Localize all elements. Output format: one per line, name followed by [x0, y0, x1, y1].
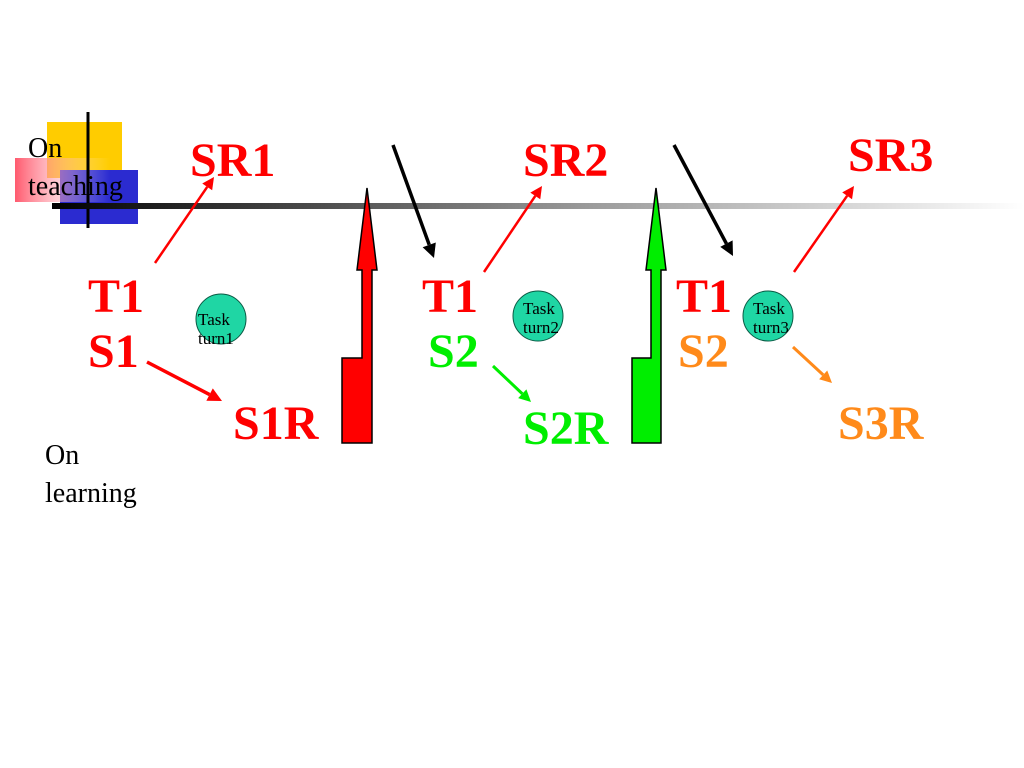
- red-block-arrow: [341, 187, 378, 444]
- arrow-s1-to-s1r: [146, 360, 222, 401]
- sr2-label: SR2: [523, 134, 609, 187]
- arrow-s2-to-s2r: [491, 364, 531, 402]
- task-turn3-text: Task turn3: [753, 299, 789, 337]
- task-turn2-circle: [512, 290, 564, 342]
- task-turn3-circle: [742, 290, 794, 342]
- on-learning-label: On learning: [45, 437, 137, 513]
- sr3-label: SR3: [848, 129, 934, 182]
- task-turn3-line-2: turn3: [753, 318, 789, 337]
- arrow-black-1: [391, 144, 436, 258]
- s1r-label: S1R: [233, 397, 319, 450]
- task-turn2-line-2: turn2: [523, 318, 559, 337]
- on-learning-line-2: learning: [45, 478, 137, 509]
- arrow-black-2: [672, 144, 733, 256]
- task-turn1-line-1: Task: [198, 310, 230, 329]
- logo-pink-square: [15, 158, 110, 202]
- on-teaching-label: On teaching: [28, 130, 123, 206]
- timeline-bar: [52, 203, 1024, 209]
- on-teaching-line-2: teaching: [28, 171, 123, 202]
- t1-label-2: T1: [422, 270, 479, 323]
- task-turn2-text: Task turn2: [523, 299, 559, 337]
- s2r-label: S2R: [523, 402, 609, 455]
- logo-squares: [15, 112, 138, 228]
- arrow-s2-to-s3r: [791, 345, 832, 383]
- task-turn1-line-2: turn1: [198, 329, 234, 348]
- task-turn2-line-1: Task: [523, 299, 555, 318]
- arrow-t1-to-sr1: [153, 177, 214, 264]
- task-turn1-circle: [195, 293, 247, 345]
- on-learning-line-1: On: [45, 440, 80, 471]
- arrow-t1-to-sr2: [482, 186, 542, 273]
- t1-label-3: T1: [676, 270, 733, 323]
- on-teaching-line-1: On: [28, 133, 63, 164]
- s2-label-1: S2: [428, 325, 479, 378]
- t1-label-1: T1: [88, 270, 145, 323]
- s2-label-2: S2: [678, 325, 729, 378]
- task-turn1-text: Task turn1: [198, 310, 234, 348]
- s1-label: S1: [88, 325, 139, 378]
- arrow-t1-to-sr3: [792, 186, 854, 273]
- sr1-label: SR1: [190, 134, 276, 187]
- green-block-arrow: [631, 187, 667, 444]
- task-turn3-line-1: Task: [753, 299, 785, 318]
- s3r-label: S3R: [838, 397, 924, 450]
